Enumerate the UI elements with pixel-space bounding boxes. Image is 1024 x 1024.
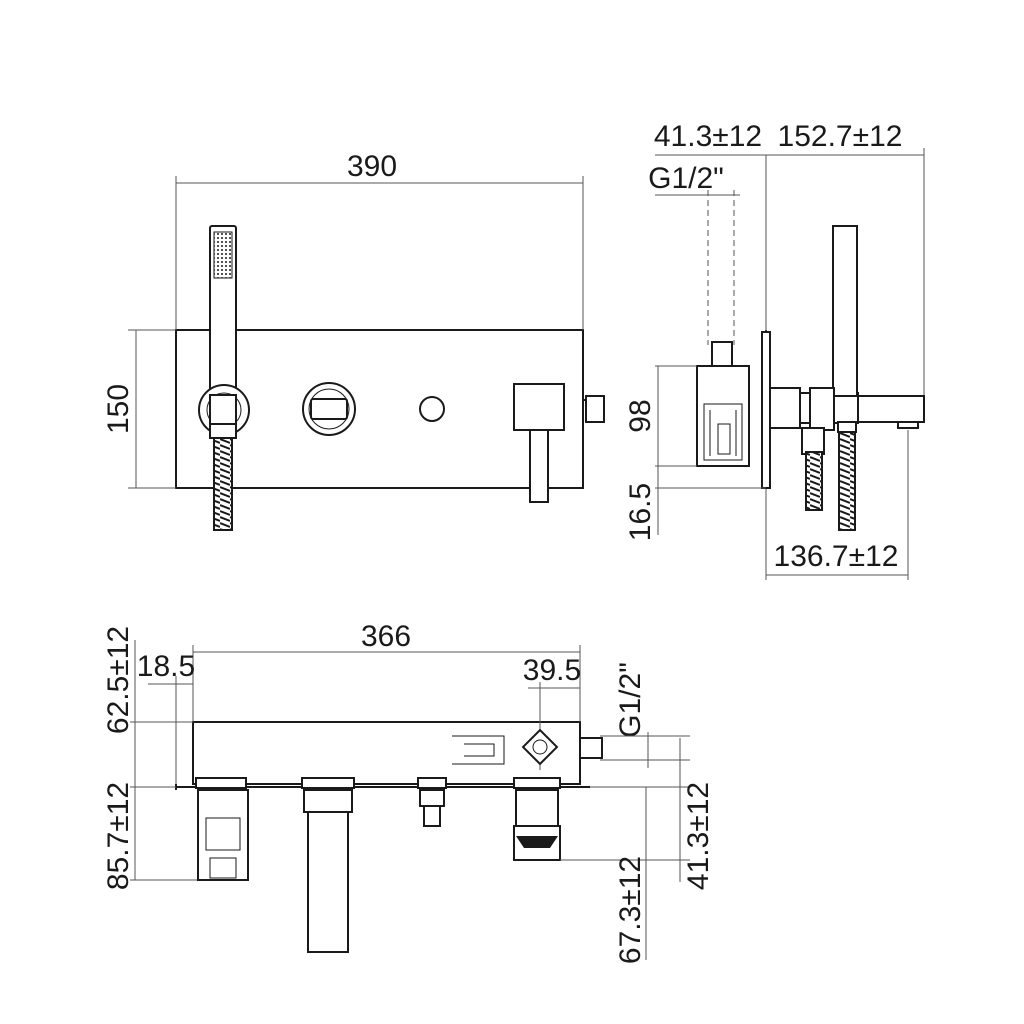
side-valve-body [696, 341, 750, 467]
dim-side-bottom: 136.7±12 [774, 540, 899, 573]
dim-plan-right-proj: 67.3±12 [614, 856, 647, 964]
dim-plan-thread: G1/2" [614, 662, 647, 738]
dim-front-width: 390 [347, 150, 397, 183]
dim-plan-inlet-offset: 39.5 [523, 654, 581, 687]
mixer-lever-icon [513, 383, 605, 503]
side-hand-shower-icon [801, 225, 858, 531]
plan-body [192, 721, 581, 785]
side-view: 41.3±12 152.7±12 G1/2" 98 16.5 [624, 120, 925, 580]
hand-shower-icon [198, 225, 250, 531]
plan-spout-icon [301, 777, 355, 953]
plan-mechanism-icon [452, 728, 603, 766]
dim-plan-width: 366 [361, 620, 411, 653]
dim-side-offset: 16.5 [624, 483, 657, 541]
dim-side-body-height: 98 [624, 399, 657, 432]
plan-lever-icon [513, 777, 561, 861]
dim-side-top-left: 41.3±12 [654, 120, 762, 153]
plan-hand-shower-icon [195, 777, 249, 881]
plan-button-icon [417, 777, 447, 827]
dim-plan-handshower-proj: 85.7±12 [102, 782, 135, 890]
dim-side-top-right: 152.7±12 [778, 120, 903, 153]
diverter-knob-icon [302, 382, 356, 436]
dim-plan-spout-proj: 41.3±12 [682, 782, 715, 890]
front-wall-plate [175, 329, 584, 489]
dim-plan-depth: 62.5±12 [102, 626, 135, 734]
button-icon [419, 396, 445, 422]
dim-side-thread: G1/2" [648, 162, 724, 195]
dim-front-height: 150 [102, 384, 135, 434]
plan-view: 366 18.5 39.5 G1/2" 62.5±12 85.7±12 [102, 620, 715, 964]
dim-plan-left-offset: 18.5 [137, 650, 195, 683]
front-view: 390 150 [102, 150, 605, 531]
